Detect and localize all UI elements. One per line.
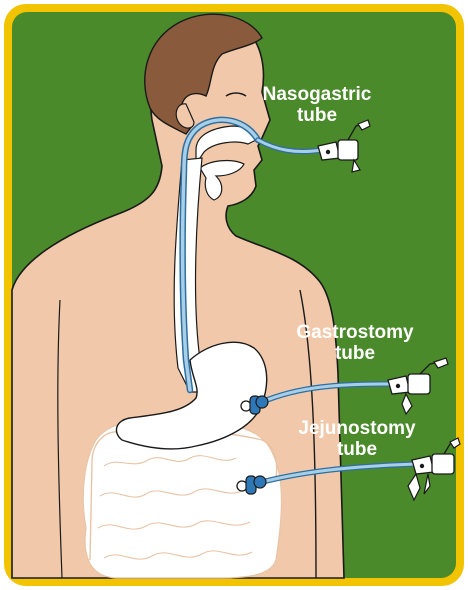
gastrostomy-label-line2: tube <box>280 343 430 364</box>
nasogastric-label-line2: tube <box>242 105 392 126</box>
gastrostomy-label-line1: Gastrostomy <box>280 322 430 343</box>
jejunostomy-label-line2: tube <box>282 439 432 460</box>
nasogastric-tube-label: Nasogastric tube <box>242 84 392 126</box>
jejunostomy-label-line1: Jejunostomy <box>282 418 432 439</box>
gastrostomy-tube-label: Gastrostomy tube <box>280 322 430 364</box>
nasogastric-label-line1: Nasogastric <box>242 84 392 105</box>
jejunostomy-tube-label: Jejunostomy tube <box>282 418 432 460</box>
